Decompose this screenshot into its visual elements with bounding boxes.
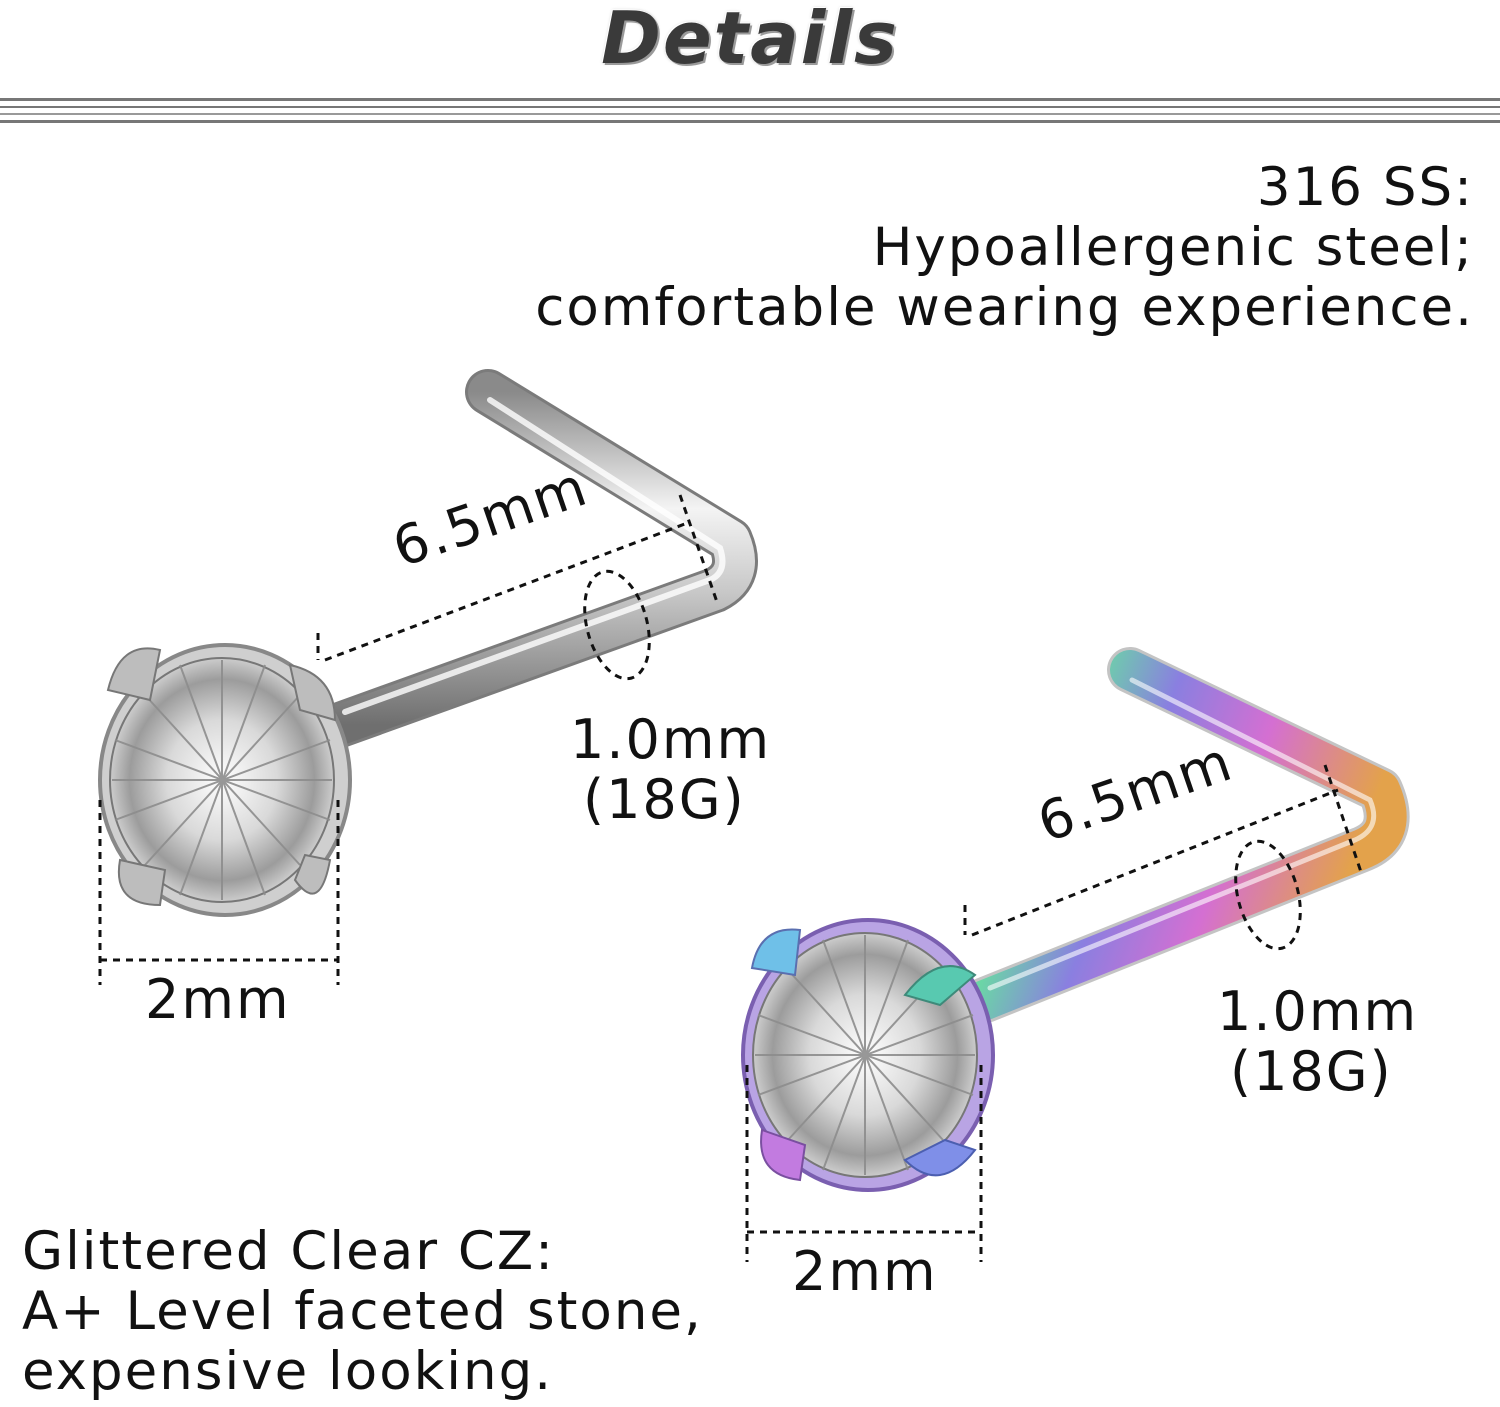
silver-dimension-lines xyxy=(98,494,720,985)
material-description: Hypoallergenic steel; xyxy=(872,217,1474,278)
rainbow-prong xyxy=(760,1128,807,1182)
rainbow-prong xyxy=(903,965,977,1007)
silver-prong xyxy=(288,663,337,722)
divider-line xyxy=(0,113,1500,115)
silver-gauge-mm-label: 1.0mm xyxy=(570,708,772,771)
rainbow-gauge-mm-label: 1.0mm xyxy=(1217,980,1419,1043)
stone-description: expensive looking. xyxy=(22,1341,554,1402)
silver-gauge-g-label: (18G) xyxy=(583,768,746,831)
divider-line xyxy=(0,98,1500,101)
rainbow-stone-size-label: 2mm xyxy=(792,1240,938,1303)
page-title: Details xyxy=(601,0,899,80)
rainbow-prong xyxy=(903,1138,977,1177)
material-heading: 316 SS: xyxy=(1256,157,1474,218)
rainbow-dimension-lines xyxy=(745,764,1364,1262)
stone-description: A+ Level faceted stone, xyxy=(22,1281,703,1342)
rainbow-prong xyxy=(750,928,802,977)
divider-line xyxy=(0,106,1500,108)
material-description: comfortable wearing experience. xyxy=(535,277,1474,338)
silver-nose-stud xyxy=(98,369,758,917)
silver-prong xyxy=(106,647,162,702)
divider-line xyxy=(0,120,1500,123)
silver-stone-size-label: 2mm xyxy=(145,968,291,1031)
rainbow-gauge-g-label: (18G) xyxy=(1230,1040,1393,1103)
stone-heading: Glittered Clear CZ: xyxy=(22,1221,556,1282)
silver-prong xyxy=(117,858,167,907)
silver-prong xyxy=(293,853,332,895)
rainbow-nose-stud xyxy=(741,647,1410,1192)
